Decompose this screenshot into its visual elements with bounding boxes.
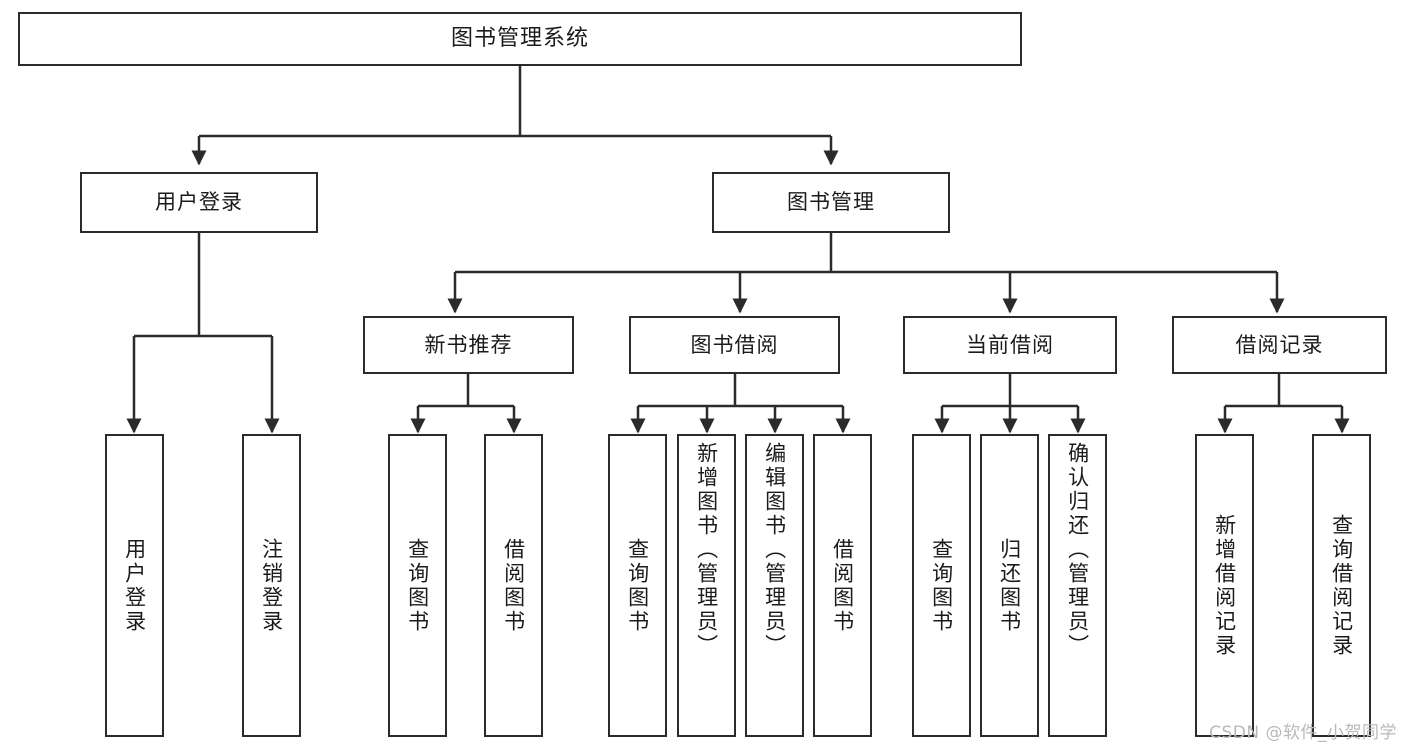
node-label: 查询图书: [929, 537, 954, 634]
node-label: 查询图书: [625, 537, 650, 634]
node-label: 归还图书: [997, 537, 1022, 634]
node-leaf-record-add-record[interactable]: 新增借阅记录: [1195, 434, 1254, 737]
node-leaf-current-confirm-return[interactable]: 确认归还（管理员）: [1048, 434, 1107, 737]
node-leaf-borrow-edit-book[interactable]: 编辑图书（管理员）: [745, 434, 804, 737]
node-label: 用户登录: [122, 537, 147, 634]
node-leaf-current-return-book[interactable]: 归还图书: [980, 434, 1039, 737]
node-borrow-record[interactable]: 借阅记录: [1172, 316, 1387, 374]
node-leaf-borrow-borrow-book[interactable]: 借阅图书: [813, 434, 872, 737]
node-root-book-management-system[interactable]: 图书管理系统: [18, 12, 1022, 66]
node-book-management[interactable]: 图书管理: [712, 172, 950, 233]
node-leaf-borrow-query-book[interactable]: 查询图书: [608, 434, 667, 737]
node-label: 图书管理系统: [450, 26, 589, 52]
node-label: 新增图书（管理员）: [694, 442, 719, 658]
node-leaf-borrow-add-book[interactable]: 新增图书（管理员）: [677, 434, 736, 737]
node-label: 借阅图书: [501, 537, 526, 634]
watermark-text: CSDN @软件_小贺同学: [1209, 723, 1397, 743]
node-user-login[interactable]: 用户登录: [80, 172, 318, 233]
node-new-book-recommend[interactable]: 新书推荐: [363, 316, 574, 374]
node-label: 编辑图书（管理员）: [762, 442, 787, 658]
node-label: 新书推荐: [424, 332, 513, 357]
node-label: 借阅记录: [1235, 332, 1324, 357]
node-leaf-current-query-book[interactable]: 查询图书: [912, 434, 971, 737]
node-current-borrow[interactable]: 当前借阅: [903, 316, 1117, 374]
node-label: 借阅图书: [830, 537, 855, 634]
node-label: 确认归还（管理员）: [1065, 442, 1090, 658]
node-label: 图书管理: [787, 190, 875, 215]
node-label: 当前借阅: [966, 332, 1054, 357]
node-leaf-record-query-record[interactable]: 查询借阅记录: [1312, 434, 1371, 737]
node-leaf-user-login-login[interactable]: 用户登录: [105, 434, 164, 737]
node-leaf-recommend-borrow-book[interactable]: 借阅图书: [484, 434, 543, 737]
node-label: 用户登录: [155, 190, 243, 215]
node-label: 图书借阅: [690, 332, 779, 357]
node-label: 新增借阅记录: [1212, 513, 1237, 658]
node-label: 查询借阅记录: [1329, 513, 1354, 658]
node-label: 注销登录: [259, 537, 284, 634]
node-leaf-user-login-logout[interactable]: 注销登录: [242, 434, 301, 737]
node-leaf-recommend-query-book[interactable]: 查询图书: [388, 434, 447, 737]
node-label: 查询图书: [405, 537, 430, 634]
node-book-borrow[interactable]: 图书借阅: [629, 316, 840, 374]
